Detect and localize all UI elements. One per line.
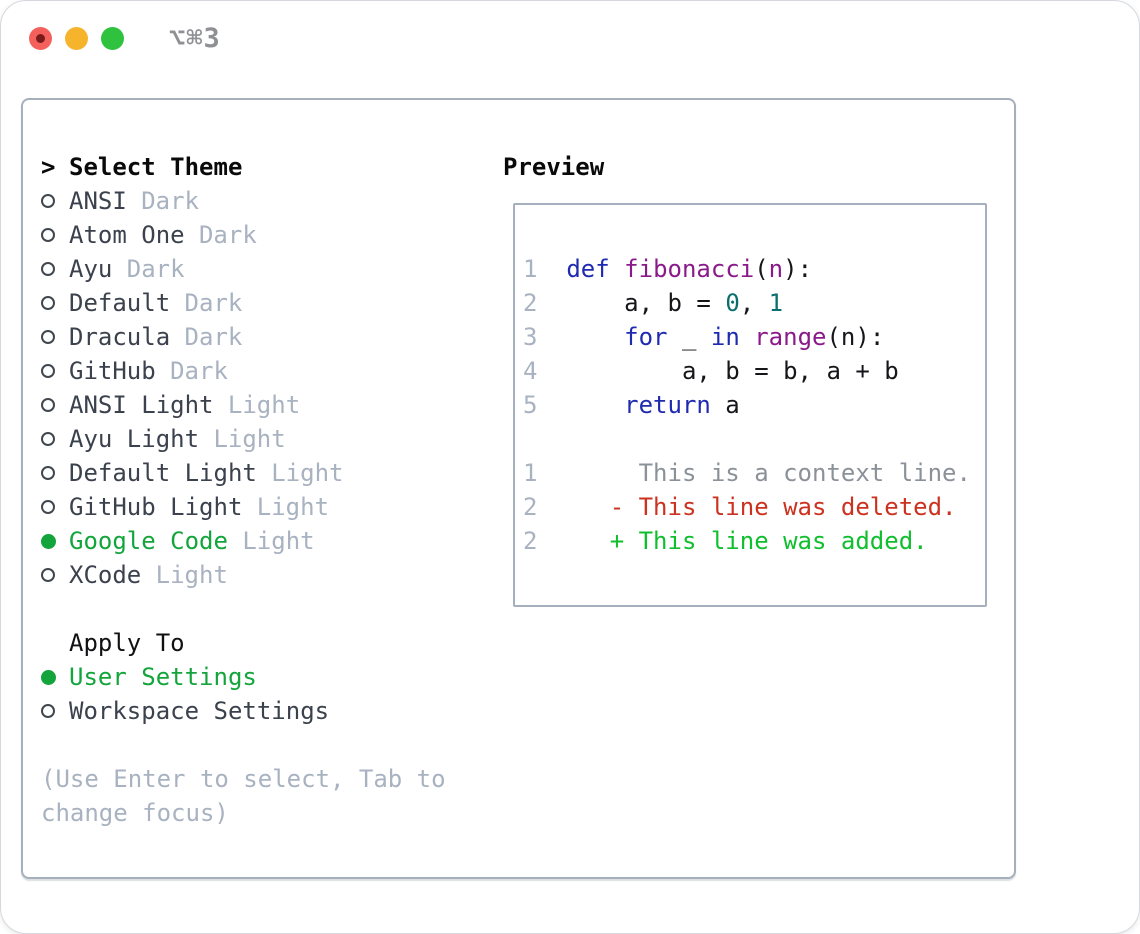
select-theme-header: > Select Theme <box>41 150 446 184</box>
theme-variant-label: Dark <box>184 289 243 317</box>
theme-option-atom-one[interactable]: Atom One Dark <box>41 218 446 252</box>
zoom-button[interactable] <box>101 27 124 50</box>
traffic-lights <box>29 27 124 50</box>
radio-icon <box>41 704 55 718</box>
radio-icon <box>41 432 55 446</box>
theme-variant-label: Light <box>213 425 286 453</box>
theme-name: Ayu <box>69 255 113 283</box>
theme-name: GitHub Light <box>69 493 243 521</box>
theme-variant-label: Light <box>155 561 228 589</box>
preview-code-line <box>523 422 985 456</box>
preview-code-line: 2 - This line was deleted. <box>523 493 957 521</box>
theme-variant-label: Dark <box>184 323 243 351</box>
apply-option-user-settings[interactable]: User Settings <box>41 660 446 694</box>
theme-option-ayu[interactable]: Ayu Dark <box>41 252 446 286</box>
preview-code-line: 1 def fibonacci(n): <box>523 255 813 283</box>
select-theme-title: Select Theme <box>69 153 243 181</box>
theme-variant-label: Light <box>271 459 344 487</box>
preview-code-line: 2 + This line was added. <box>523 527 928 555</box>
theme-name: Atom One <box>69 221 185 249</box>
radio-icon <box>41 194 55 208</box>
apply-option-workspace-settings[interactable]: Workspace Settings <box>41 694 446 728</box>
theme-name: ANSI <box>69 187 127 215</box>
theme-option-dracula[interactable]: Dracula Dark <box>41 320 446 354</box>
radio-icon <box>41 568 55 582</box>
radio-icon <box>41 330 55 344</box>
theme-name: GitHub <box>69 357 156 385</box>
theme-option-ansi[interactable]: ANSI Dark <box>41 184 446 218</box>
apply-option-label: User Settings <box>69 663 257 691</box>
preview-code-line: 1 This is a context line. <box>523 459 971 487</box>
theme-variant-label: Dark <box>126 255 185 283</box>
theme-name: Default Light <box>69 459 257 487</box>
theme-name: Ayu Light <box>69 425 200 453</box>
spacer <box>41 728 446 762</box>
theme-option-github-light[interactable]: GitHub Light Light <box>41 490 446 524</box>
radio-icon <box>41 228 55 242</box>
radio-icon <box>41 262 55 276</box>
radio-icon <box>41 296 55 310</box>
theme-option-github[interactable]: GitHub Dark <box>41 354 446 388</box>
theme-variant-label: Dark <box>198 221 257 249</box>
preview-title: Preview <box>503 153 605 181</box>
preview-code-line: 4 a, b = b, a + b <box>523 357 899 385</box>
preview-code-line: 5 return a <box>523 391 740 419</box>
radio-icon <box>41 466 55 480</box>
apply-option-label: Workspace Settings <box>69 697 330 725</box>
apply-to-header: Apply To <box>41 626 446 660</box>
radio-icon <box>41 398 55 412</box>
help-text-line-2: change focus) <box>41 799 229 827</box>
theme-variant-label: Light <box>242 527 315 555</box>
theme-name: Google Code <box>69 527 228 555</box>
spacer <box>41 592 446 626</box>
theme-name: Default <box>69 289 171 317</box>
theme-variant-label: Light <box>256 493 330 521</box>
theme-variant-label: Light <box>227 391 301 419</box>
theme-option-default[interactable]: Default Dark <box>41 286 446 320</box>
help-text-line-1: (Use Enter to select, Tab to <box>41 765 446 793</box>
close-button[interactable] <box>29 27 52 50</box>
titlebar: ⌥⌘3 <box>1 1 1139 75</box>
theme-variant-label: Dark <box>141 187 199 215</box>
theme-option-ansi-light[interactable]: ANSI Light Light <box>41 388 446 422</box>
preview-code-line: 2 a, b = 0, 1 <box>523 289 784 317</box>
apply-to-title: Apply To <box>69 629 185 657</box>
theme-option-google-code[interactable]: Google Code Light <box>41 524 446 558</box>
theme-option-xcode[interactable]: XCode Light <box>41 558 446 592</box>
preview-code-line: 3 for _ in range(n): <box>523 323 885 351</box>
radio-selected-icon <box>41 669 56 685</box>
preview-box: 1 def fibonacci(n): 2 a, b = 0, 1 3 for _ … <box>513 203 987 607</box>
radio-icon <box>41 500 55 514</box>
theme-name: XCode <box>69 561 142 589</box>
theme-name: Dracula <box>69 323 171 351</box>
radio-icon <box>41 364 55 378</box>
minimize-button[interactable] <box>65 27 88 50</box>
focus-caret-icon: > <box>41 153 56 181</box>
theme-name: ANSI Light <box>69 391 214 419</box>
window-shortcut-label: ⌥⌘3 <box>169 23 221 54</box>
theme-variant-label: Dark <box>170 357 228 385</box>
theme-option-ayu-light[interactable]: Ayu Light Light <box>41 422 446 456</box>
radio-selected-icon <box>41 533 56 549</box>
theme-option-default-light[interactable]: Default Light Light <box>41 456 446 490</box>
